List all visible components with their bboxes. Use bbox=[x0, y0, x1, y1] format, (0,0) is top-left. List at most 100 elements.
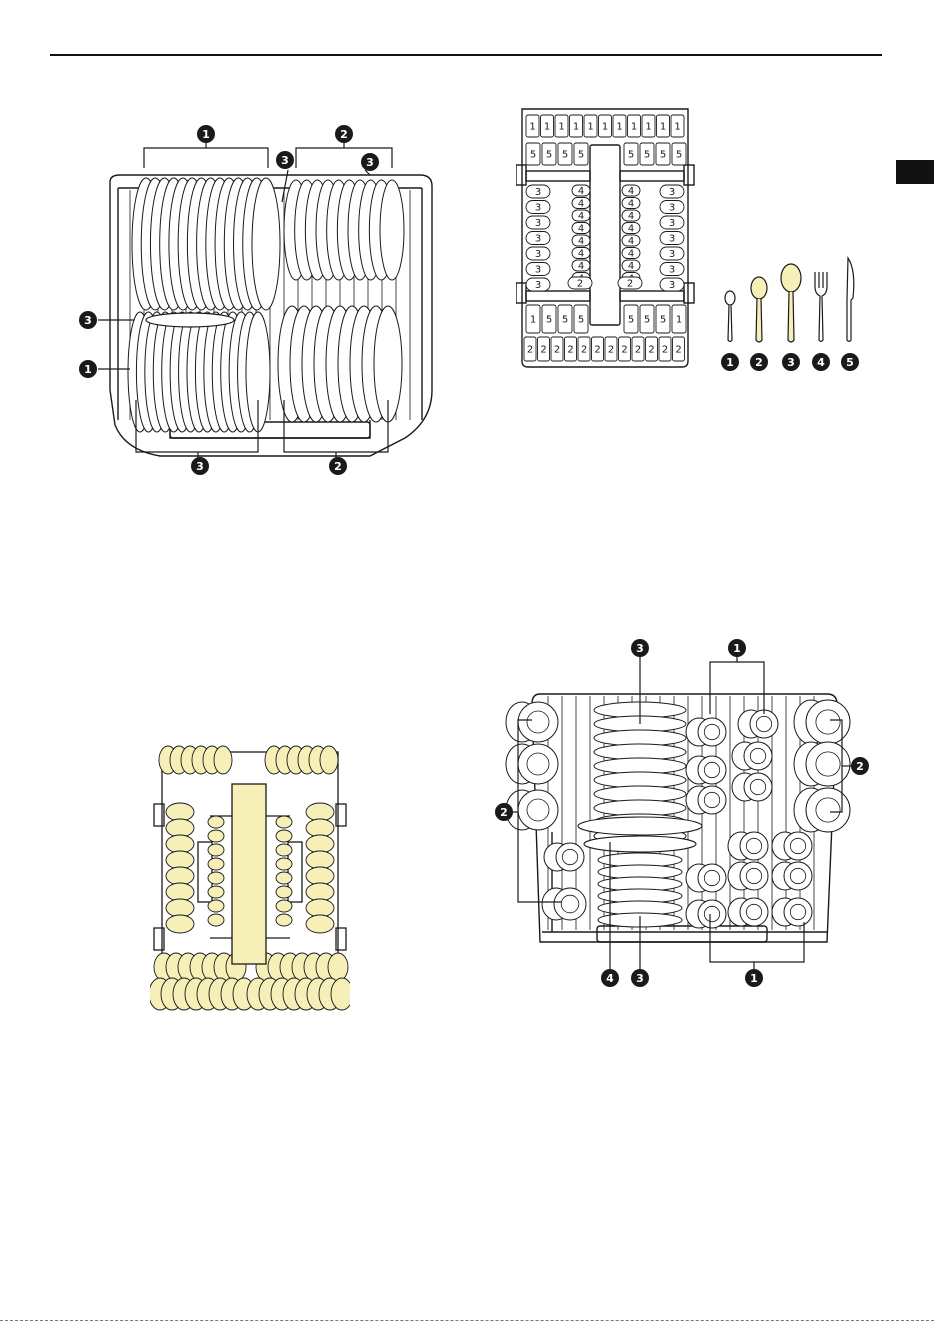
cup-rim bbox=[750, 710, 778, 738]
spoon-bowl bbox=[276, 914, 292, 926]
cup-rim bbox=[698, 864, 726, 892]
rack-slot-label: 4 bbox=[578, 211, 584, 222]
cup-rim bbox=[744, 742, 772, 770]
spoon-bowl bbox=[276, 858, 292, 870]
lower-callout-3-bottom: 3 bbox=[191, 457, 209, 475]
spoon-bowl bbox=[306, 899, 334, 917]
rack-slot-label: 5 bbox=[530, 150, 536, 161]
cup-rim bbox=[518, 702, 558, 742]
rack-slot-label: 5 bbox=[644, 150, 650, 161]
spoon-bowl bbox=[166, 883, 194, 901]
large-plate bbox=[578, 817, 702, 835]
svg-text:1: 1 bbox=[733, 642, 741, 655]
svg-text:2: 2 bbox=[334, 460, 342, 473]
upper-callout-1-bottom: 1 bbox=[745, 969, 763, 987]
lower-callout-1-top: 1 bbox=[197, 125, 215, 143]
rack-slot-label: 4 bbox=[628, 199, 634, 210]
rack-slot-label: 3 bbox=[669, 203, 675, 214]
svg-text:3: 3 bbox=[196, 460, 204, 473]
upper-callout-2-right: 2 bbox=[851, 757, 869, 775]
plate bbox=[380, 180, 404, 280]
spoon-bowl bbox=[306, 819, 334, 837]
rack-slot-label: 5 bbox=[578, 315, 584, 326]
page-edge-rule bbox=[0, 1320, 934, 1321]
rack-slot-label: 2 bbox=[540, 345, 546, 356]
rack-slot-label: 3 bbox=[669, 218, 675, 229]
upper-callout-2-left: 2 bbox=[495, 803, 513, 821]
rack-slot-label: 4 bbox=[578, 261, 584, 272]
spoon-bowl bbox=[208, 858, 224, 870]
rack-slot-label: 1 bbox=[660, 122, 666, 133]
spoon-bowl bbox=[306, 883, 334, 901]
rack-slot-label: 1 bbox=[573, 122, 579, 133]
rack-slot-label: 2 bbox=[527, 345, 533, 356]
rack-slot-label: 3 bbox=[669, 280, 675, 291]
cup-rim bbox=[740, 898, 768, 926]
spoon-bowl bbox=[166, 819, 194, 837]
upper-basket-diagram: 3 1 2 2 4 3 1 bbox=[492, 632, 882, 992]
rack-slot-label: 5 bbox=[660, 150, 666, 161]
cup-rim bbox=[518, 790, 558, 830]
rack-slot-label: 3 bbox=[669, 249, 675, 260]
rack-slot-label: 2 bbox=[581, 345, 587, 356]
rack-slot-label: 1 bbox=[558, 122, 564, 133]
spoon-bowl bbox=[276, 830, 292, 842]
rack-slot-label: 2 bbox=[662, 345, 668, 356]
upper-callout-1-top: 1 bbox=[728, 639, 746, 657]
spoon-bowl bbox=[166, 851, 194, 869]
spoon-bowl bbox=[320, 746, 338, 774]
rack-slot-label: 4 bbox=[578, 186, 584, 197]
rack-slot-label: 5 bbox=[546, 150, 552, 161]
spoon-bowl bbox=[214, 746, 232, 774]
rack-slot-label: 3 bbox=[535, 265, 541, 276]
spoon-bowl bbox=[306, 915, 334, 933]
cutlery-rack-diagram: 1111111111155555555333333344444444444444… bbox=[516, 105, 696, 370]
rack-slot-label: 5 bbox=[628, 150, 634, 161]
rack-slot-label: 1 bbox=[544, 122, 550, 133]
cup-rim bbox=[554, 888, 586, 920]
cup-rim bbox=[698, 900, 726, 928]
lower-callout-1-left: 1 bbox=[79, 360, 97, 378]
section-tab-marker bbox=[896, 160, 934, 184]
cup-rim bbox=[744, 773, 772, 801]
rack-slot-label: 4 bbox=[578, 224, 584, 235]
rack-slot-label: 1 bbox=[676, 315, 682, 326]
rack-slot-label: 5 bbox=[644, 315, 650, 326]
svg-text:3: 3 bbox=[787, 356, 795, 369]
spoon-bowl bbox=[276, 816, 292, 828]
svg-text:2: 2 bbox=[755, 356, 763, 369]
rack-slot-label: 2 bbox=[675, 345, 681, 356]
rack-slot-label: 4 bbox=[628, 249, 634, 260]
loaded-cutlery-rack-diagram bbox=[150, 742, 350, 1014]
spoon-bowl bbox=[306, 803, 334, 821]
spoon-bowl bbox=[276, 872, 292, 884]
rack-slot-label: 2 bbox=[594, 345, 600, 356]
cup-rim bbox=[698, 718, 726, 746]
cutlery-legend: 1 2 3 4 5 bbox=[716, 250, 866, 375]
rack-slot-label: 5 bbox=[660, 315, 666, 326]
lower-basket-diagram: 1 2 3 3 3 1 3 2 bbox=[70, 120, 450, 490]
svg-text:3: 3 bbox=[281, 154, 289, 167]
cup-rim bbox=[784, 898, 812, 926]
rack-slot-label: 3 bbox=[535, 218, 541, 229]
rack-slot-label: 3 bbox=[535, 187, 541, 198]
svg-text:3: 3 bbox=[84, 314, 92, 327]
spoon-bowl bbox=[328, 953, 348, 981]
cup-rim bbox=[740, 832, 768, 860]
rack-slot-label: 2 bbox=[621, 345, 627, 356]
large-plate bbox=[584, 836, 696, 852]
platter bbox=[146, 313, 234, 327]
legend-callout-4: 4 bbox=[812, 353, 830, 371]
svg-text:3: 3 bbox=[636, 642, 644, 655]
legend-callout-1: 1 bbox=[721, 353, 739, 371]
spoon-bowl bbox=[208, 872, 224, 884]
svg-text:1: 1 bbox=[750, 972, 758, 985]
rack-slot-label: 5 bbox=[628, 315, 634, 326]
rack-slot-label: 3 bbox=[535, 234, 541, 245]
legend-callout-2: 2 bbox=[750, 353, 768, 371]
cup-rim bbox=[556, 843, 584, 871]
rack-slot-label: 1 bbox=[530, 315, 536, 326]
rack-slot-label: 1 bbox=[616, 122, 622, 133]
rack-slot-label: 5 bbox=[578, 150, 584, 161]
rack-slot-label: 5 bbox=[562, 150, 568, 161]
